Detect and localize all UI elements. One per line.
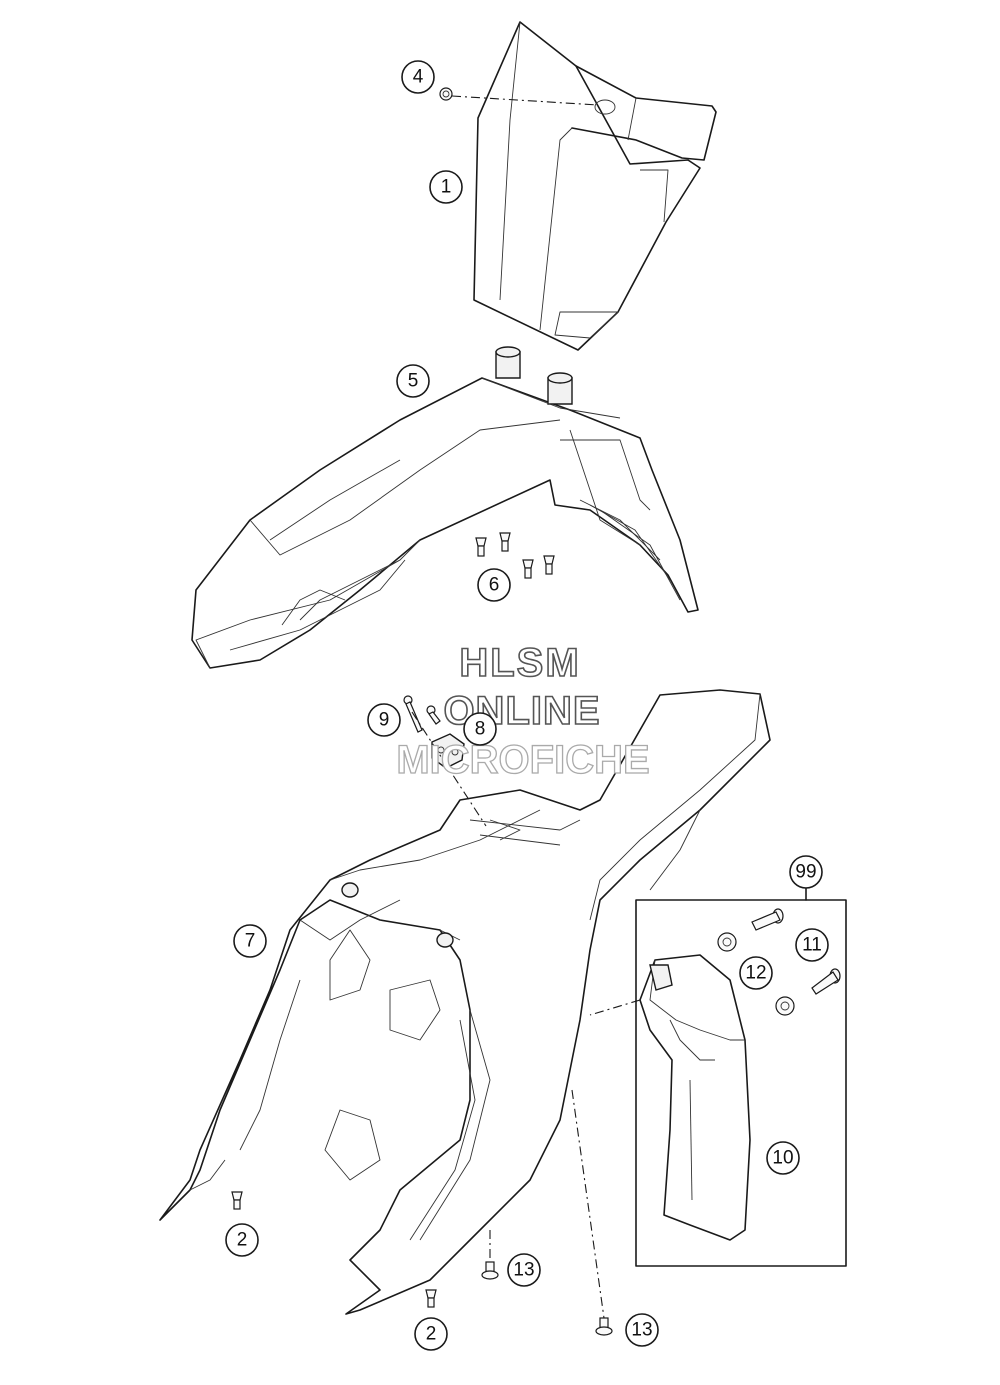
part-rivet-2[interactable] <box>595 1317 613 1336</box>
part-rear-fender[interactable] <box>159 689 771 1315</box>
callout-4: 4 <box>401 60 435 94</box>
part-screw-rear-left[interactable] <box>231 1191 243 1210</box>
callout-2-left-label: 2 <box>237 1230 248 1251</box>
callout-12: 12 <box>739 956 773 990</box>
callout-13-mid-label: 13 <box>513 1260 534 1281</box>
part-mud-flap[interactable] <box>639 954 751 1241</box>
callout-2-bottom-label: 2 <box>426 1324 437 1345</box>
part-number-plate[interactable] <box>473 21 717 351</box>
callout-8: 8 <box>463 712 497 746</box>
callout-4-label: 4 <box>413 67 424 88</box>
callout-10-label: 10 <box>772 1148 793 1169</box>
callout-7: 7 <box>233 924 267 958</box>
callout-1-label: 1 <box>441 177 452 198</box>
callout-13-bottom: 13 <box>625 1313 659 1347</box>
part-rivet-1[interactable] <box>481 1261 499 1280</box>
callout-13-mid: 13 <box>507 1253 541 1287</box>
part-nut[interactable] <box>439 87 453 101</box>
part-kit-screw-1[interactable] <box>751 908 784 931</box>
leader-lines <box>411 95 641 1319</box>
part-kit-screw-2[interactable] <box>811 968 841 995</box>
part-fender-screws[interactable] <box>475 532 555 579</box>
part-screw-rear-bottom[interactable] <box>425 1289 437 1308</box>
part-washer-1[interactable] <box>717 932 737 952</box>
callout-1: 1 <box>429 170 463 204</box>
watermark-line1: HLSM <box>459 641 580 685</box>
callout-13-bottom-label: 13 <box>631 1320 652 1341</box>
part-washer-2[interactable] <box>775 996 795 1016</box>
callout-9: 9 <box>367 703 401 737</box>
callout-5-label: 5 <box>408 371 419 392</box>
callout-11: 11 <box>795 928 829 962</box>
callout-12-label: 12 <box>745 963 766 984</box>
part-front-fender[interactable] <box>191 346 699 669</box>
callout-99: 99 <box>789 855 823 889</box>
part-screw-2[interactable] <box>426 705 441 725</box>
watermark-line3: MICROFICHE <box>396 738 649 782</box>
part-clamp[interactable] <box>431 733 465 769</box>
callout-6-label: 6 <box>489 575 500 596</box>
callout-7-label: 7 <box>245 931 256 952</box>
callout-10: 10 <box>766 1141 800 1175</box>
callout-8-label: 8 <box>475 719 486 740</box>
callout-2-left: 2 <box>225 1223 259 1257</box>
callout-11-label: 11 <box>802 935 822 956</box>
kit-box <box>635 887 847 1267</box>
part-screw[interactable] <box>403 695 423 733</box>
callout-99-label: 99 <box>795 862 816 883</box>
callout-5: 5 <box>396 364 430 398</box>
callout-9-label: 9 <box>379 710 390 731</box>
callout-6: 6 <box>477 568 511 602</box>
callout-2-bottom: 2 <box>414 1317 448 1351</box>
